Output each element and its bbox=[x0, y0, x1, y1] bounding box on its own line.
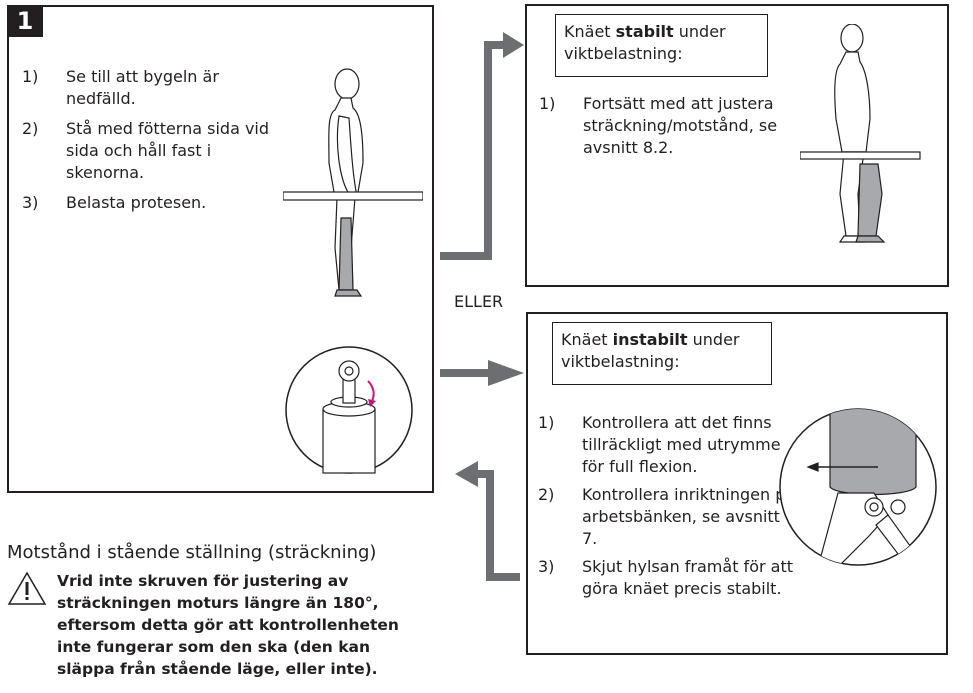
adjustment-detail-illustration bbox=[285, 346, 413, 474]
list-item: 1)Fortsätt med att justera sträckning/mo… bbox=[539, 94, 778, 157]
step-number-badge: 1 bbox=[7, 5, 43, 37]
knee-socket-illustration bbox=[779, 408, 937, 566]
list-item: 3)Skjut hylsan framåt för att göra knäet… bbox=[538, 557, 793, 598]
step-1-instructions: 1)Se till att bygeln är nedfälld. 2)Stå … bbox=[22, 66, 272, 214]
unstable-knee-instructions: 1)Kontrollera att det finns tillräckligt… bbox=[538, 412, 796, 600]
standing-user-illustration bbox=[283, 68, 423, 297]
arrow-back-to-main bbox=[475, 470, 520, 581]
list-item: 2)Kontrollera inriktningen på arbetsbänk… bbox=[538, 485, 796, 548]
stable-knee-instructions: 1)Fortsätt med att justera sträckning/mo… bbox=[539, 93, 789, 159]
list-item: 2)Stå med fötterna sida vid sida och hål… bbox=[22, 119, 270, 182]
stable-knee-illustration bbox=[800, 24, 921, 243]
warning-text: Vrid inte skruven för justering av sträc… bbox=[57, 572, 399, 678]
section-heading: Motstånd i stående ställning (sträckning… bbox=[7, 542, 377, 563]
or-label: ELLER bbox=[454, 292, 504, 311]
list-item: 1)Kontrollera att det finns tillräckligt… bbox=[538, 413, 781, 476]
unstable-knee-callout: Knäet instabilt under viktbelastning: bbox=[552, 322, 772, 385]
list-item: 1)Se till att bygeln är nedfälld. bbox=[22, 67, 219, 108]
arrow-to-stable bbox=[440, 41, 505, 260]
stable-knee-callout: Knäet stabilt under viktbelastning: bbox=[555, 14, 768, 77]
warning-icon bbox=[7, 571, 47, 605]
list-item: 3)Belasta protesen. bbox=[22, 193, 207, 212]
